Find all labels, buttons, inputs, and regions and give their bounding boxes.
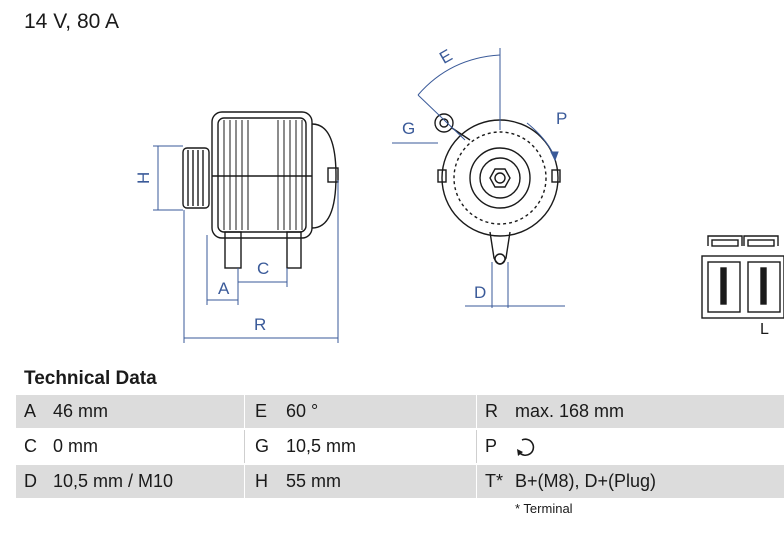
dimension-label-a: A [218,279,230,298]
dimension-label-d: D [474,283,486,302]
dimension-label-h: H [134,172,153,184]
dimension-label-c: C [257,259,269,278]
connector-label: L [760,321,769,338]
side-view-dimensions [153,145,339,343]
alternator-technical-drawing: H A C R E G P D [134,46,784,343]
table-key: H [255,471,268,491]
table-row: C 0 mm G 10,5 mm P [16,430,784,463]
table-key: D [24,471,37,491]
column-divider [244,465,245,498]
table-value: 60 ° [286,401,319,421]
column-divider [244,430,245,463]
table-key: T* [485,471,503,491]
table-value: 55 mm [286,471,342,491]
technical-data-heading: Technical Data [24,368,157,389]
table-value: B+(M8), D+(Plug) [515,471,657,491]
clockwise-rotation-icon [517,438,535,457]
table-key: C [24,436,37,456]
table-key: G [255,436,270,456]
table-key: E [255,401,268,421]
dimension-label-g: G [402,119,415,138]
table-key: R [485,401,498,421]
product-title: 14 V, 80 A [24,10,119,33]
table-value: max. 168 mm [515,401,625,421]
column-divider [476,395,477,428]
alternator-side-view [182,111,339,269]
front-view-dimensions [392,48,565,308]
terminal-footnote: * Terminal [515,501,573,516]
dimension-label-r: R [254,315,266,334]
plug-connector-diagram [701,235,784,319]
table-key: P [485,436,498,456]
dimension-label-e: E [436,46,455,68]
table-row: D 10,5 mm / M10 H 55 mm T* B+(M8), D+(Pl… [16,465,784,498]
dimension-label-p: P [556,109,567,128]
table-key: A [24,401,37,421]
column-divider [244,395,245,428]
table-value: 0 mm [53,436,98,456]
table-row: A 46 mm E 60 ° R max. 168 mm [16,395,784,428]
column-divider [476,430,477,463]
column-divider [476,465,477,498]
table-value: 46 mm [53,401,109,421]
table-value: 10,5 mm / M10 [53,471,174,491]
table-value: 10,5 mm [286,436,357,456]
